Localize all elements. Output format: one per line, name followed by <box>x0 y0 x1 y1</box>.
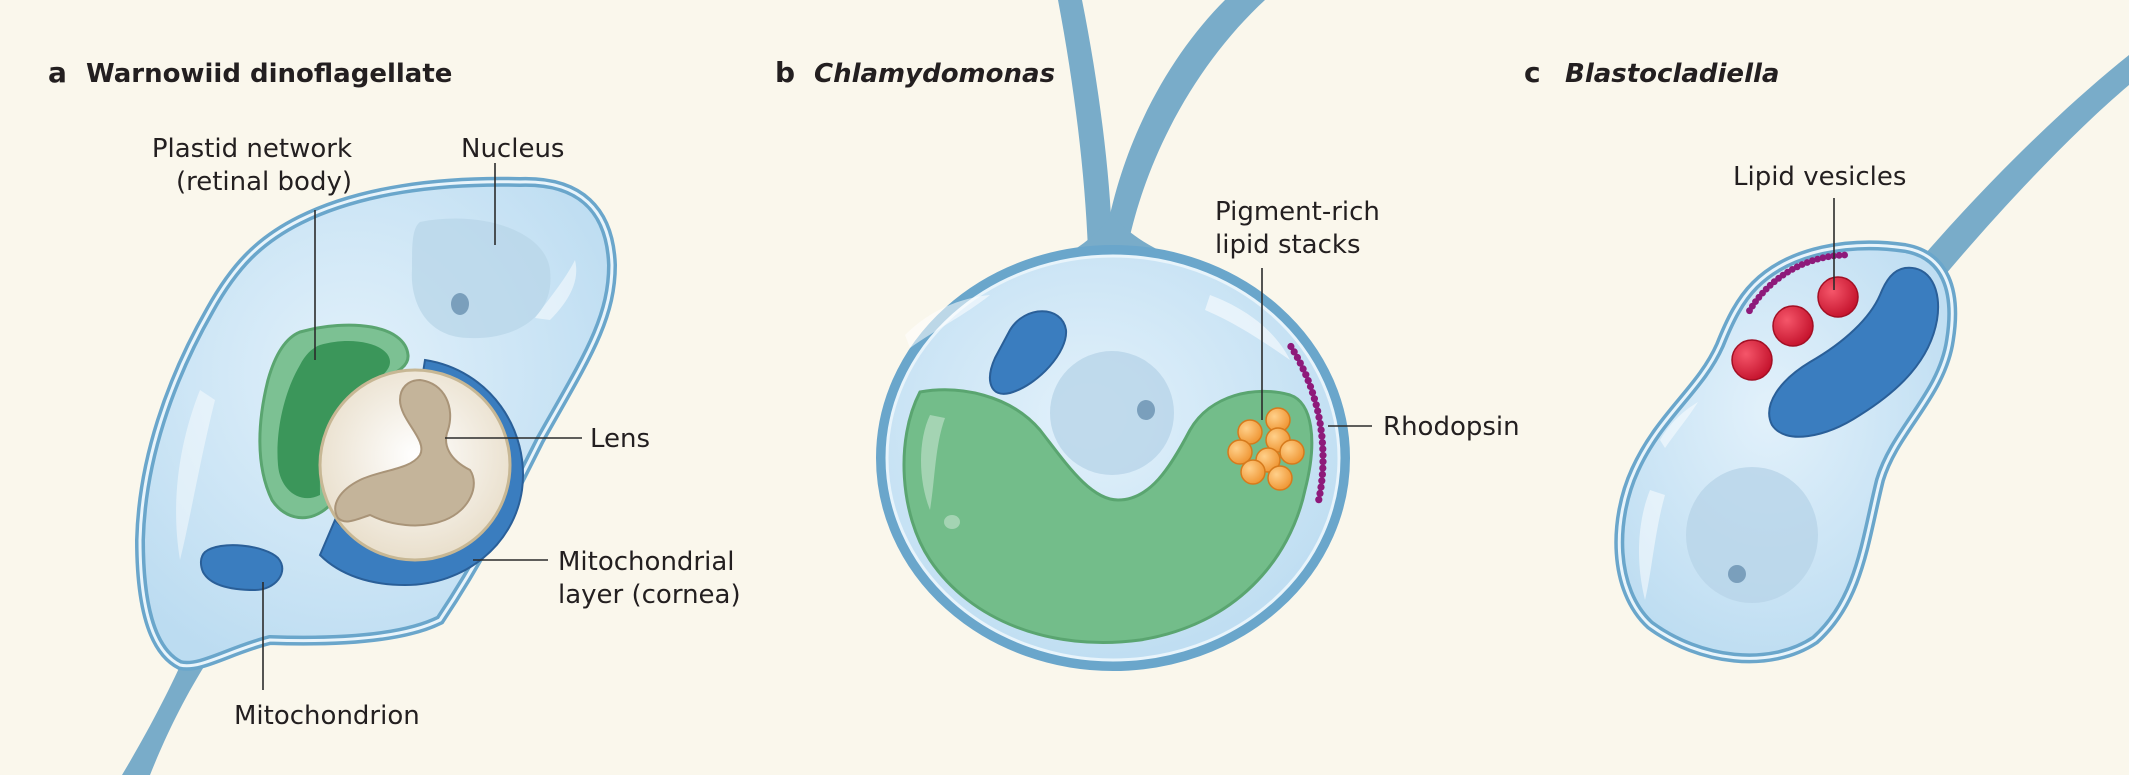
rhodopsin-dot <box>1296 359 1304 367</box>
rhodopsin-dot <box>1841 251 1848 259</box>
mitochondrion <box>1768 266 1939 438</box>
rhodopsin-dot <box>1318 477 1326 485</box>
rhodopsin-dot <box>1803 259 1811 266</box>
rhodopsin-arc <box>1746 251 1848 315</box>
label-nucleus: Nucleus <box>461 134 564 164</box>
flagellum <box>122 655 205 775</box>
nucleus <box>1050 351 1174 475</box>
panel-b: b Chlamydomonas <box>775 0 1520 671</box>
label-mitochondrion: Mitochondrion <box>234 701 420 731</box>
rhodopsin-dot <box>1317 483 1325 491</box>
lipid-vesicles <box>1731 276 1859 381</box>
rhodopsin-dot <box>1290 348 1298 356</box>
panel-c-letter: c <box>1524 56 1541 89</box>
label-retinal-body: (retinal body) <box>176 167 352 197</box>
label-cornea: layer (cornea) <box>558 580 741 610</box>
rhodopsin-dot <box>1319 464 1327 472</box>
chloroplast-highlight <box>921 415 945 510</box>
flagellum <box>1920 55 2129 275</box>
rhodopsin-dot <box>1304 377 1312 385</box>
rhodopsin-dot <box>1798 261 1806 268</box>
rhodopsin-dot <box>1318 432 1326 440</box>
mitochondrion <box>199 544 284 592</box>
label-rhodopsin: Rhodopsin <box>1383 412 1520 442</box>
nucleolus <box>1137 400 1155 420</box>
pigment-rich-lipid-stacks <box>1227 407 1305 491</box>
rhodopsin-dot <box>1315 413 1323 421</box>
nucleus <box>1686 467 1818 603</box>
panel-b-title: Chlamydomonas <box>814 59 1055 89</box>
nucleolus <box>1728 565 1746 583</box>
rhodopsin-dot <box>1809 257 1816 265</box>
flagellum <box>1105 0 1265 245</box>
rhodopsin-dot <box>1318 439 1326 447</box>
rhodopsin-dot <box>1302 371 1310 379</box>
cell-membrane-inner <box>885 254 1341 662</box>
lens-core <box>334 378 475 527</box>
label-mitochondrial-layer: Mitochondrial <box>558 547 735 577</box>
rhodopsin-dot <box>1319 458 1327 466</box>
label-lipid-vesicles: Lipid vesicles <box>1733 162 1906 192</box>
panel-c-title: Blastocladiella <box>1565 59 1779 89</box>
rhodopsin-dot <box>1819 254 1827 262</box>
rhodopsin-arc <box>1287 342 1327 504</box>
cell-highlight <box>1205 295 1290 360</box>
rhodopsin-dot <box>1293 353 1301 362</box>
rhodopsin-dot <box>1306 382 1315 391</box>
cell-highlight <box>535 260 577 320</box>
panel-a-title: Warnowiid dinoflagellate <box>86 59 452 89</box>
rhodopsin-dot <box>1299 365 1307 373</box>
rhodopsin-dot <box>1312 401 1320 409</box>
panel-a-letter: a <box>48 56 67 89</box>
label-lipid-stacks: lipid stacks <box>1215 230 1361 260</box>
rhodopsin-dot <box>1287 342 1295 351</box>
label-plastid-network: Plastid network <box>152 134 352 164</box>
mitochondrion <box>989 310 1068 395</box>
cell-highlight <box>176 390 215 560</box>
panel-c: c Blastocladiella Lipid vesicles <box>1524 55 2129 664</box>
panel-b-letter: b <box>775 56 795 89</box>
rhodopsin-dot <box>1310 395 1318 403</box>
rhodopsin-dot <box>1315 496 1323 504</box>
rhodopsin-dot <box>1814 255 1821 263</box>
nucleolus <box>451 293 469 315</box>
rhodopsin-dot <box>1316 489 1324 497</box>
cell-highlight <box>1660 402 1698 448</box>
label-lens: Lens <box>590 424 650 454</box>
rhodopsin-dot <box>1318 470 1326 478</box>
label-pigment-rich: Pigment-rich <box>1215 197 1380 227</box>
nucleus <box>411 218 551 339</box>
chloroplast <box>902 388 1314 644</box>
rhodopsin-dot <box>1317 426 1325 434</box>
cell-highlight <box>1638 490 1665 600</box>
chloroplast-highlight <box>944 515 960 529</box>
panel-a: a Warnowiid dinoflagellate Plastid netwo… <box>48 56 741 775</box>
rhodopsin-dot <box>1316 419 1324 428</box>
rhodopsin-dot <box>1835 251 1843 259</box>
rhodopsin-dot <box>1319 451 1327 459</box>
rhodopsin-dot <box>1824 253 1832 261</box>
rhodopsin-dot <box>1314 407 1322 415</box>
cell-membrane-inner <box>1617 243 1954 660</box>
flagellum <box>1058 0 1112 250</box>
rhodopsin-dot <box>1308 389 1317 397</box>
rhodopsin-dot <box>1319 445 1327 453</box>
cell-highlight <box>905 295 990 348</box>
cell-membrane-inner <box>138 180 614 668</box>
